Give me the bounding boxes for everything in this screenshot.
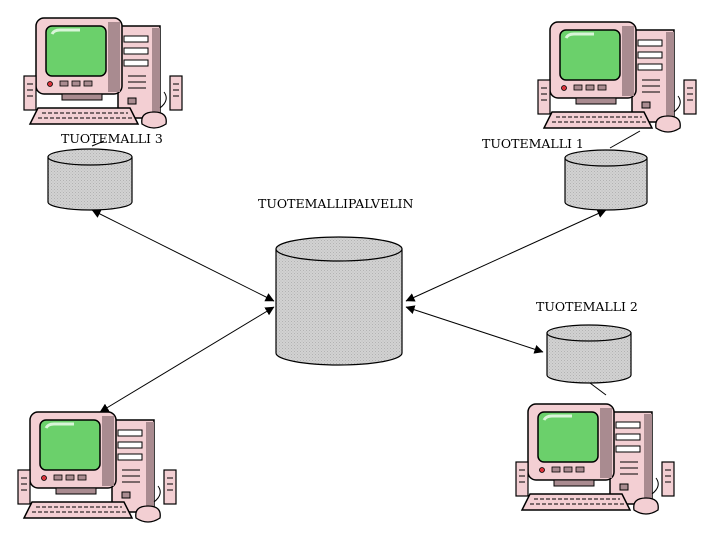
computer-icon (514, 402, 676, 516)
label-model2: TUOTEMALLI 2 (536, 299, 638, 314)
connector-server-model1 (405, 209, 607, 302)
model2-database (546, 324, 632, 384)
connector-server-model3 (91, 209, 275, 302)
connector-server-workstation (99, 306, 275, 413)
label-model3: TUOTEMALLI 3 (61, 131, 163, 146)
computer-icon (16, 410, 178, 524)
model3-database (47, 148, 133, 211)
model1-database (564, 149, 648, 211)
computer-icon (536, 20, 698, 134)
label-model1: TUOTEMALLI 1 (482, 136, 584, 151)
label-server: TUOTEMALLIPALVELIN (258, 196, 413, 211)
computer-icon (22, 16, 184, 130)
connector-server-model2 (405, 305, 544, 354)
server-database (275, 236, 403, 366)
